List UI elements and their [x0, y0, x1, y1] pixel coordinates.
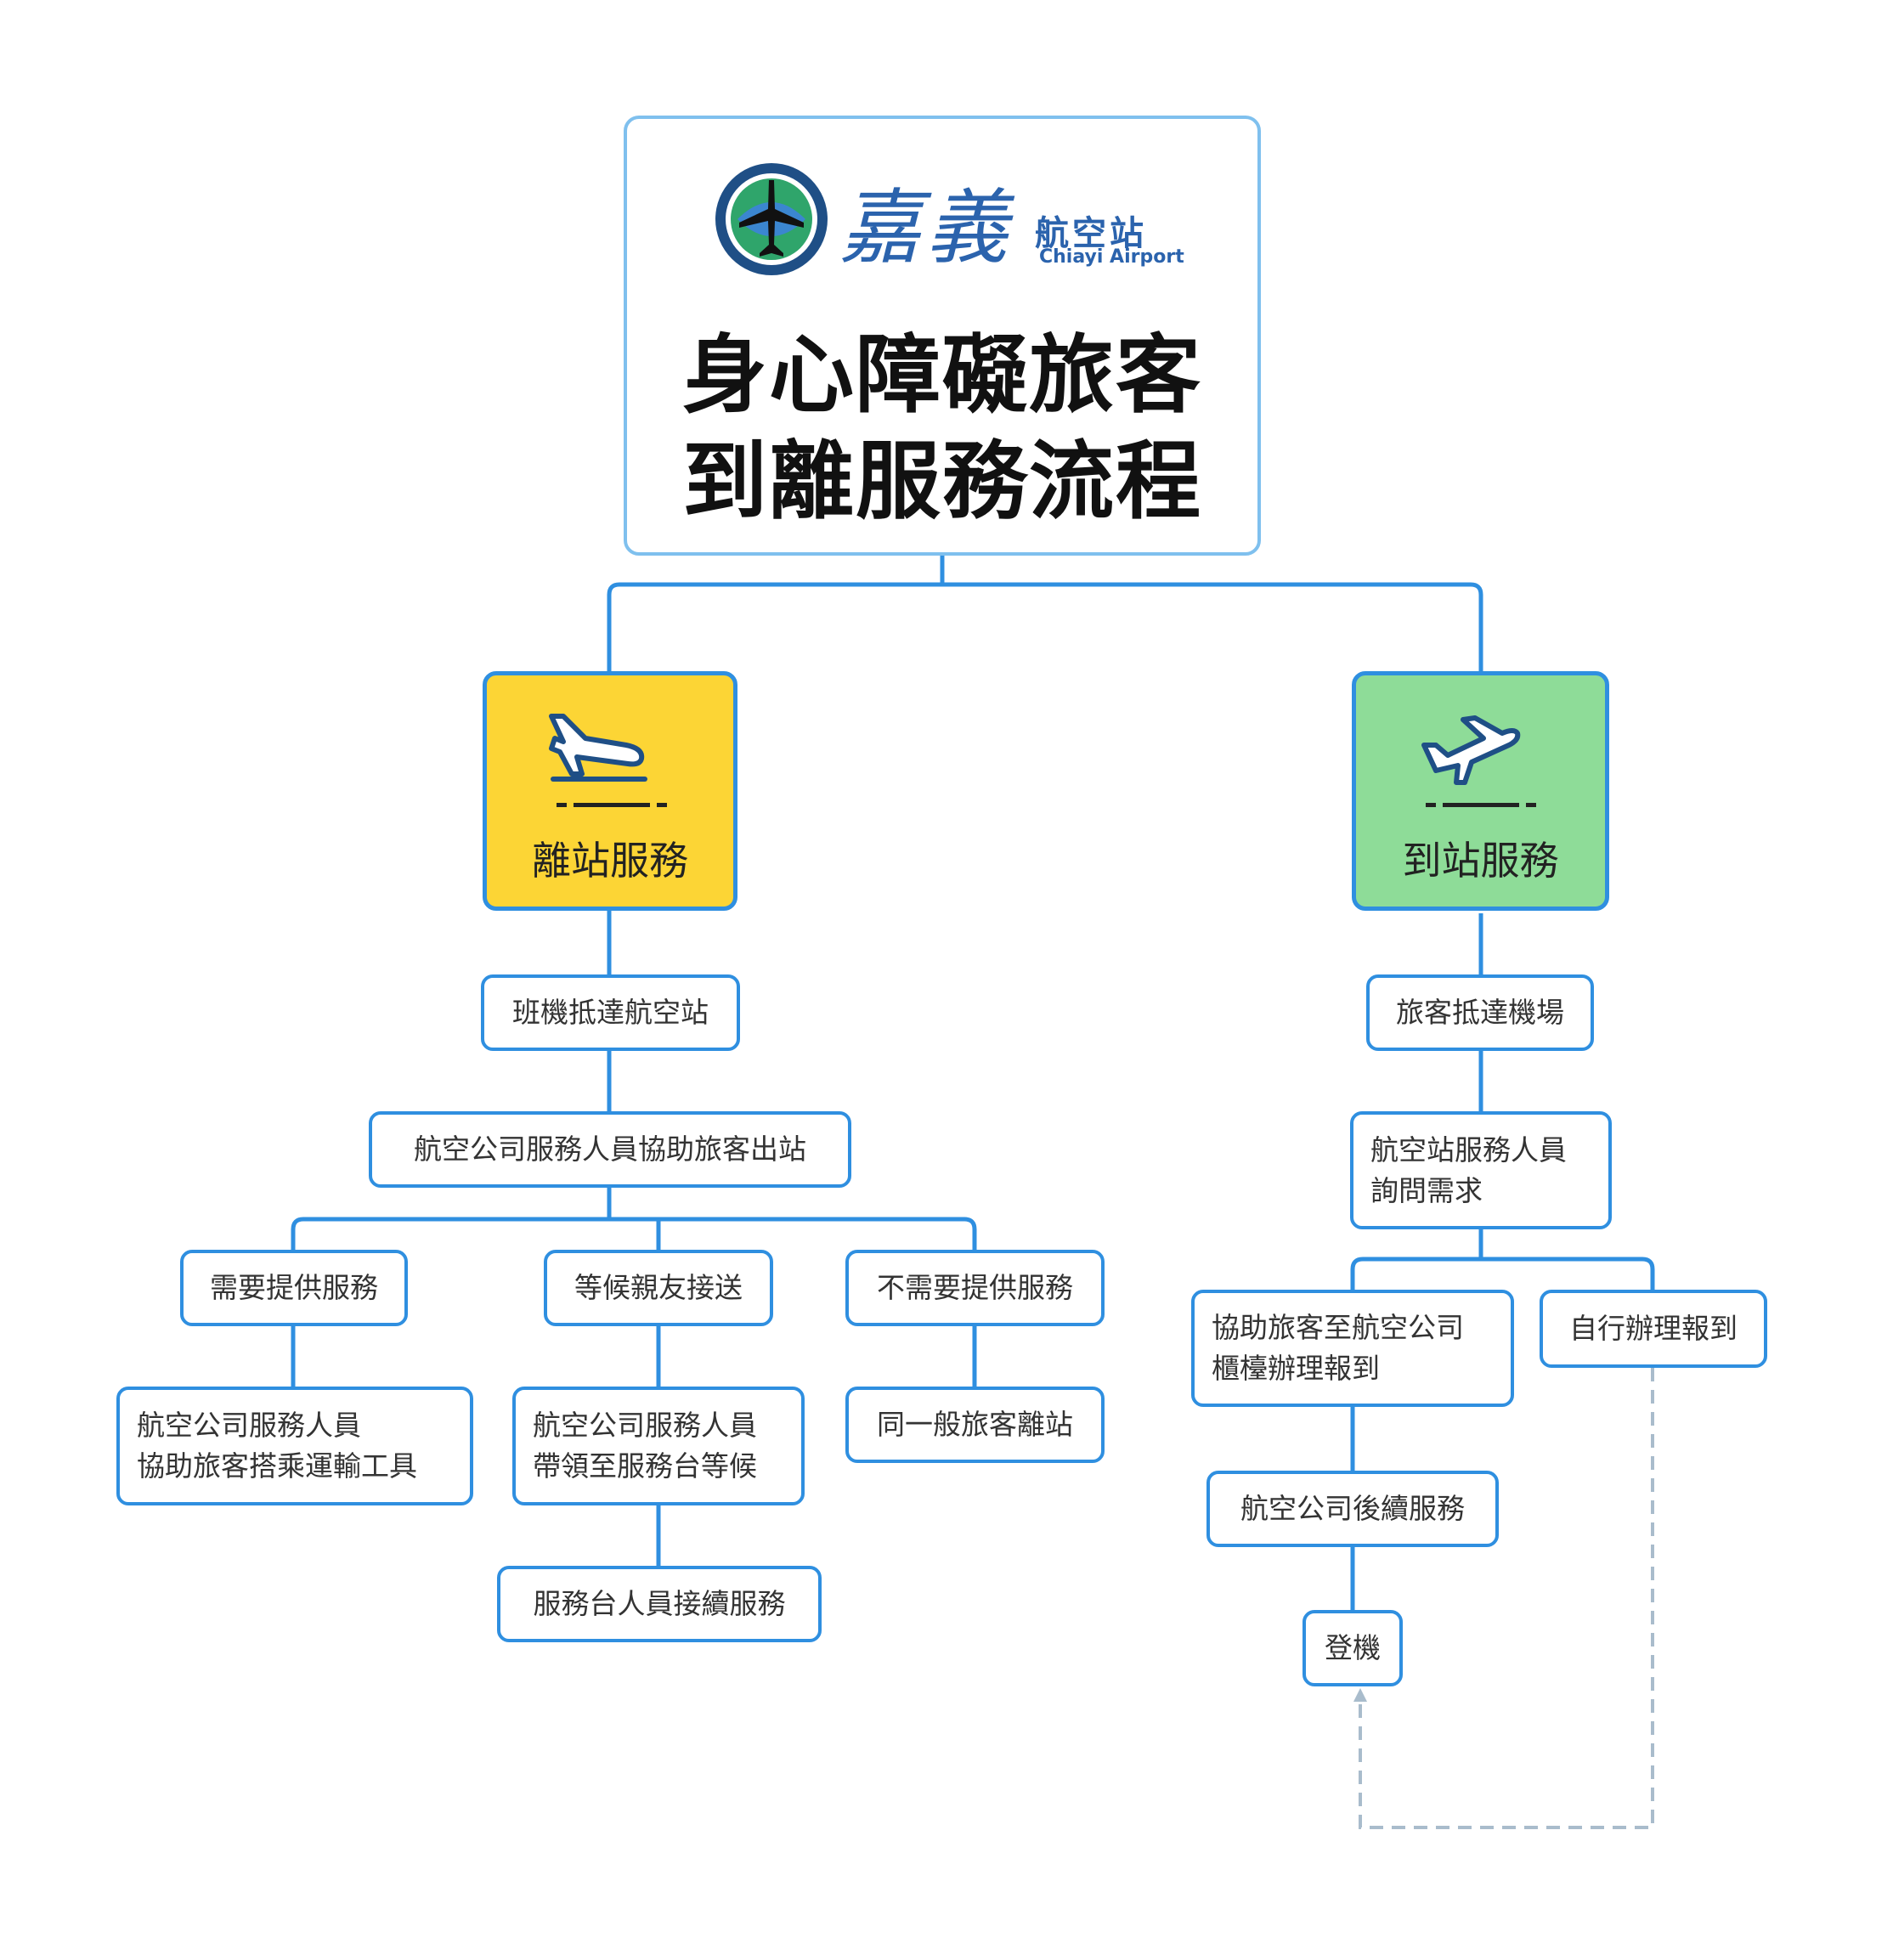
departure-branch-wait-family: 等候親友接送: [544, 1250, 773, 1326]
box-text: 航空公司後續服務: [1240, 1492, 1465, 1526]
box-text: 航空公司服務人員協助旅客出站: [414, 1133, 806, 1166]
departure-result-transport: 航空公司服務人員 協助旅客搭乘運輸工具: [116, 1387, 473, 1505]
box-text: 登機: [1325, 1631, 1381, 1665]
plane-takeoff-icon: [1421, 715, 1521, 785]
box-text: 班機抵達航空站: [512, 996, 709, 1030]
box-text: 不需要提供服務: [877, 1271, 1073, 1305]
box-text: 航空公司服務人員 協助旅客搭乘運輸工具: [137, 1409, 417, 1483]
divider: [557, 803, 667, 807]
arrival-step-airline-followup: 航空公司後續服務: [1206, 1471, 1499, 1547]
box-text: 航空公司服務人員 帶領至服務台等候: [533, 1409, 757, 1483]
arrival-label: 到站服務: [1402, 838, 1559, 884]
airport-emblem-icon: [715, 163, 828, 275]
divider: [1426, 803, 1536, 807]
box-text: 同一般旅客離站: [877, 1408, 1073, 1442]
arrival-step-boarding: 登機: [1302, 1610, 1403, 1686]
departure-label: 離站服務: [532, 838, 688, 884]
departure-step-flight-arrives: 班機抵達航空站: [481, 974, 740, 1051]
title-line-1: 身心障礙旅客: [682, 325, 1202, 425]
logo-chinese-name: 嘉義: [839, 180, 1013, 275]
arrival-service-card: 到站服務: [1352, 671, 1609, 911]
airport-logo: 嘉義 航空站 Chiayi Airport: [712, 153, 1188, 280]
box-text: 航空站服務人員 詢問需求: [1370, 1133, 1567, 1207]
box-text: 自行辦理報到: [1569, 1312, 1738, 1346]
arrival-step-passenger-arrives: 旅客抵達機場: [1366, 974, 1594, 1051]
departure-step-airline-assists: 航空公司服務人員協助旅客出站: [369, 1111, 851, 1188]
departure-result-service-desk: 航空公司服務人員 帶領至服務台等候: [512, 1387, 805, 1505]
box-text: 需要提供服務: [210, 1271, 378, 1305]
departure-result-normal-exit: 同一般旅客離站: [845, 1387, 1105, 1463]
plane-landing-icon: [549, 714, 647, 782]
departure-service-card: 離站服務: [483, 671, 737, 911]
departure-step-desk-continues: 服務台人員接續服務: [497, 1566, 822, 1642]
logo-airport-suffix: 航空站: [1035, 214, 1147, 253]
arrival-step-staff-asks: 航空站服務人員 詢問需求: [1350, 1111, 1612, 1229]
departure-branch-need-service: 需要提供服務: [180, 1250, 408, 1326]
arrival-branch-assisted-checkin: 協助旅客至航空公司 櫃檯辦理報到: [1191, 1290, 1514, 1407]
box-text: 等候親友接送: [574, 1271, 743, 1305]
title-card: 嘉義 航空站 Chiayi Airport 身心障礙旅客 到離服務流程: [624, 116, 1261, 556]
arrival-branch-self-checkin: 自行辦理報到: [1540, 1290, 1767, 1368]
box-text: 協助旅客至航空公司 櫃檯辦理報到: [1212, 1311, 1464, 1385]
logo-english-name: Chiayi Airport: [1039, 246, 1184, 268]
box-text: 旅客抵達機場: [1396, 996, 1564, 1030]
box-text: 服務台人員接續服務: [533, 1587, 786, 1621]
title-line-2: 到離服務流程: [682, 432, 1202, 531]
departure-branch-no-service: 不需要提供服務: [845, 1250, 1105, 1326]
